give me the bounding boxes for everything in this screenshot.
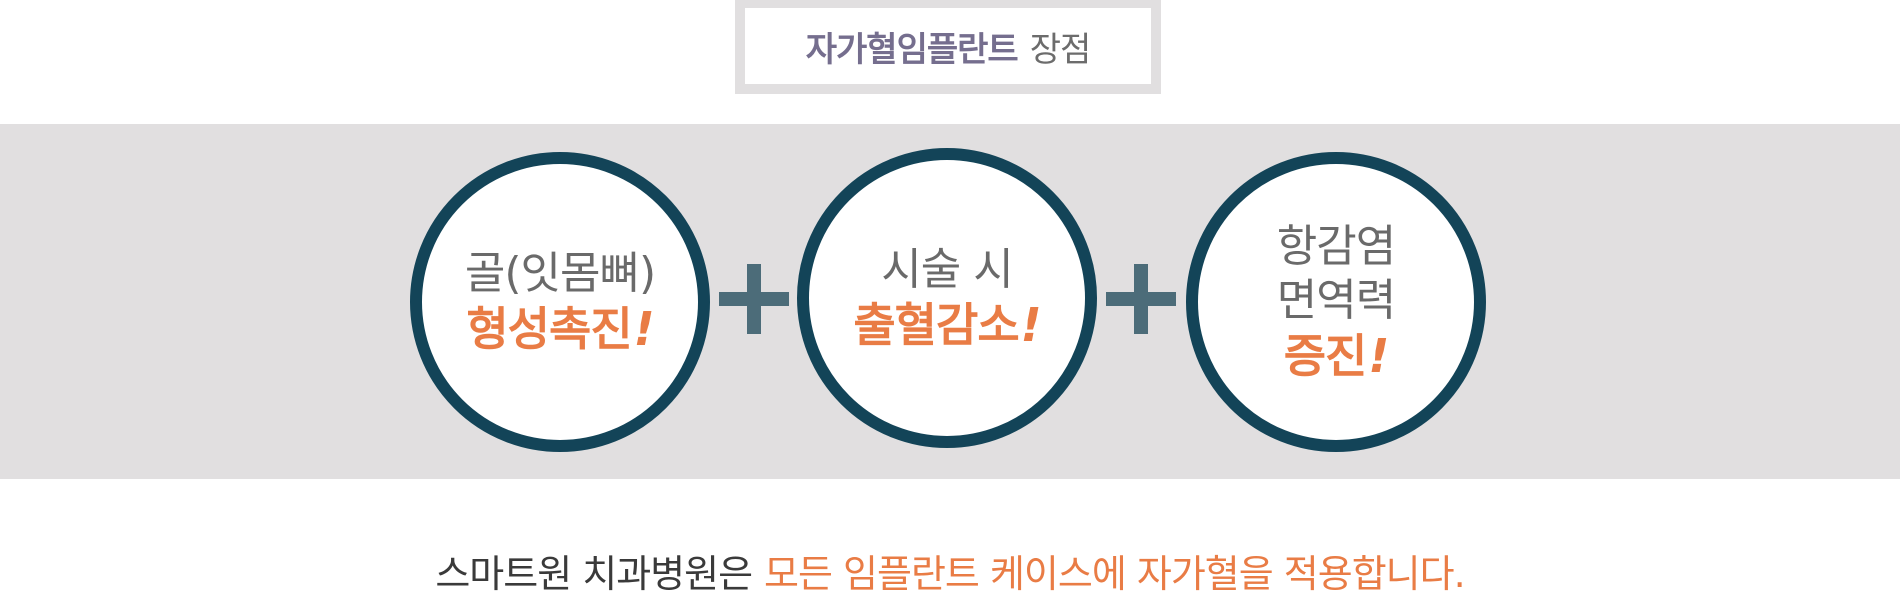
benefit-line: 항감염 <box>1276 221 1396 272</box>
benefit-line: 골(잇몸뼈) <box>464 248 656 299</box>
benefit-highlight: 증진! <box>1283 328 1390 384</box>
footer-clinic-text: 스마트원 치과병원은 <box>435 552 753 596</box>
benefit-highlight-text: 증진 <box>1283 329 1368 383</box>
title-light-text: 장점 <box>1029 29 1092 70</box>
benefit-circle-bone: 골(잇몸뼈) 형성촉진! <box>410 152 710 452</box>
benefit-circle-bleeding: 시술 시 출혈감소! <box>797 148 1097 448</box>
plus-icon <box>1106 264 1176 334</box>
exclamation-mark: ! <box>1368 329 1389 383</box>
benefit-circle-immunity: 항감염 면역력 증진! <box>1186 152 1486 452</box>
benefit-line: 시술 시 <box>881 244 1013 295</box>
benefit-highlight: 출혈감소! <box>853 297 1042 353</box>
benefit-line: 면역력 <box>1276 275 1396 326</box>
benefit-highlight-text: 출혈감소 <box>853 298 1019 352</box>
benefit-highlight-text: 형성촉진 <box>466 302 632 356</box>
title-strong-text: 자가혈임플란트 <box>805 29 1019 70</box>
benefit-highlight: 형성촉진! <box>466 301 655 357</box>
exclamation-mark: ! <box>1020 298 1042 352</box>
footer-accent-text: 모든 임플란트 케이스에 자가혈을 적용합니다. <box>764 552 1466 596</box>
exclamation-mark: ! <box>633 302 655 356</box>
plus-icon <box>719 264 789 334</box>
section-title: 자가혈임플란트 장점 <box>735 0 1161 94</box>
